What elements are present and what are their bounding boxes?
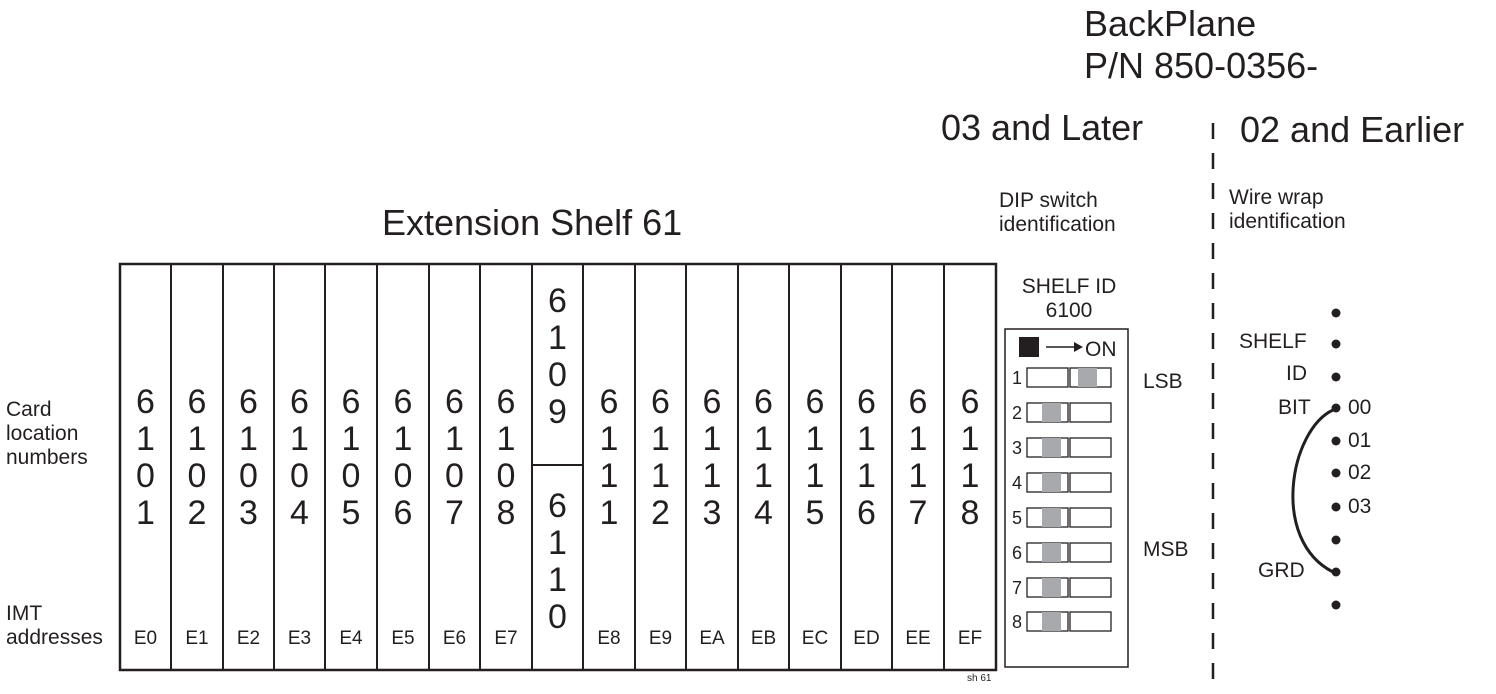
footnote: sh 61 [967,673,992,684]
imt-row-label-line2: addresses [6,626,103,649]
dip-legend-square [1019,337,1039,357]
wire-wrap-pins [1331,308,1341,610]
dip-caption-line2: identification [999,213,1116,236]
imt-address-EF: EF [957,628,983,649]
dip-switch-number-5: 5 [1012,508,1023,528]
dip-switches [1026,367,1112,632]
dip-switch-number-7: 7 [1012,578,1023,598]
imt-address-E8: E8 [597,628,621,649]
dip-switch-5-knob [1042,508,1061,527]
dip-switch-6-on-side [1069,542,1112,563]
shelf-title: Extension Shelf 61 [382,202,683,243]
dip-on-label: ON [1085,338,1117,361]
dip-caption-line1: DIP switch [999,189,1098,212]
dip-switch-4-knob [1042,473,1061,492]
dip-switch-3-on-side [1069,437,1112,458]
imt-address-EB: EB [750,628,777,649]
column-heading-earlier: 02 and Earlier [1240,109,1465,150]
wire-label-id: ID [1286,362,1307,385]
dip-title-line1: SHELF ID [1021,275,1117,298]
dip-switch-number-6: 6 [1012,543,1023,563]
dip-switch-7-knob [1042,578,1061,597]
imt-address-EC: EC [801,628,829,649]
imt-address-E2: E2 [236,628,261,649]
dip-switch-4-on-side [1069,472,1112,493]
dip-title-line2: 6100 [1045,299,1093,322]
dip-switch-number-2: 2 [1012,403,1023,423]
arrow-icon [1074,342,1083,352]
wire-caption-line2: identification [1229,210,1346,233]
dip-switch-2-on-side [1069,402,1112,423]
wire-label-grd: GRD [1258,559,1305,582]
card-row-label-line2: location [6,422,79,445]
msb-label: MSB [1143,538,1189,561]
dip-switch-number-3: 3 [1012,438,1023,458]
imt-address-E0: E0 [133,628,158,649]
imt-address-EA: EA [699,628,725,649]
card-row-label-line3: numbers [6,446,88,469]
jumper-wire [1291,408,1334,574]
dip-switch-8-knob [1042,612,1061,631]
part-number: P/N 850-0356- [1084,45,1319,86]
imt-row-label-line1: IMT [6,602,43,625]
dip-switch-number-4: 4 [1012,473,1023,493]
bit-label-01: 01 [1348,429,1372,452]
dip-switch-2-knob [1042,403,1061,422]
dip-switch-8-on-side [1069,611,1112,632]
column-heading-later: 03 and Later [941,107,1144,148]
backplane-title: BackPlane [1084,3,1257,44]
dip-switch-7-on-side [1069,577,1112,598]
dip-switch-6-knob [1042,543,1061,562]
card-row-label-line1: Card [6,398,52,421]
dip-switch-number-8: 8 [1012,612,1023,632]
slot-dividers [170,264,945,670]
bit-label-00: 00 [1348,396,1372,419]
bit-label-03: 03 [1348,495,1372,518]
bit-label-02: 02 [1348,461,1372,484]
dip-switch-1-off-side [1026,367,1069,388]
imt-address-E3: E3 [287,628,312,649]
wire-caption-line1: Wire wrap [1229,186,1324,209]
imt-address-E1: E1 [185,628,209,649]
imt-address-E5: E5 [391,628,415,649]
imt-address-E6: E6 [442,628,467,649]
imt-address-E9: E9 [648,628,673,649]
imt-address-E7: E7 [494,628,518,649]
imt-address-E4: E4 [339,628,363,649]
wire-label-bit: BIT [1278,396,1311,419]
dip-switch-3-knob [1042,438,1061,457]
dip-switch-5-on-side [1069,507,1112,528]
wire-label-shelf: SHELF [1239,330,1307,353]
dip-switch-number-1: 1 [1012,368,1023,388]
dip-box [1004,328,1129,668]
dip-switch-1-knob [1078,368,1097,387]
imt-address-ED: ED [853,628,880,649]
imt-address-EE: EE [905,628,931,649]
lsb-label: LSB [1143,370,1183,393]
